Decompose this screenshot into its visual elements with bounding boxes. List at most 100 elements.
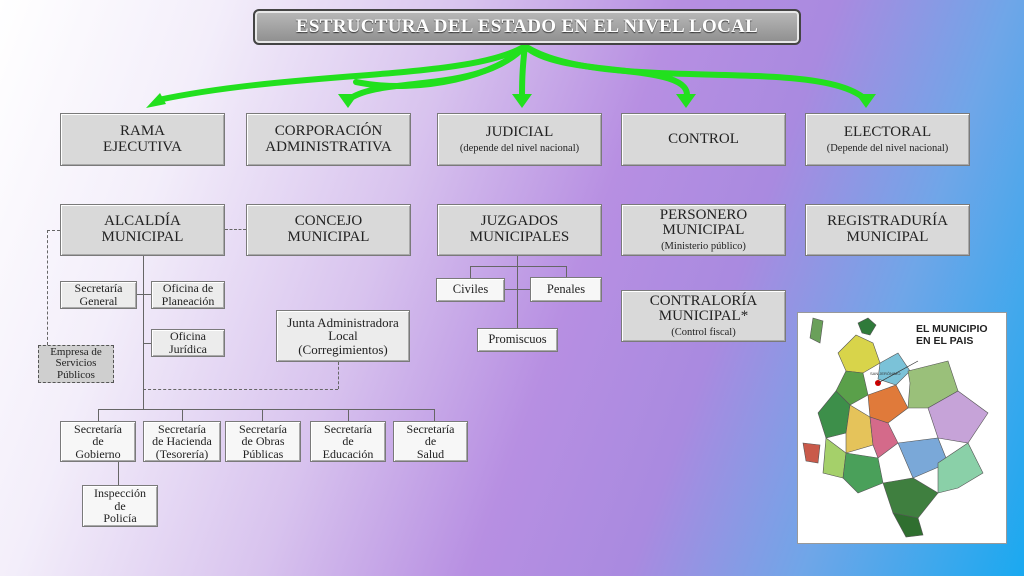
promiscuos-label: Promiscuos <box>488 332 547 347</box>
colombia-map: EL MUNICIPIO EN EL PAIS SAN JERÓNIMO <box>797 312 1007 544</box>
penales-box: Penales <box>530 277 602 302</box>
judicial-sub: (depende del nivel nacional) <box>459 142 580 154</box>
junta-line3: (Corregimientos) <box>298 341 388 357</box>
corporacion-line2: ADMINISTRATIVA <box>265 138 392 155</box>
junta-line1: Junta Administradora <box>287 314 399 330</box>
salud-line1: Secretaría <box>406 421 455 436</box>
empresa-line2: Servicios <box>55 357 97 370</box>
alcaldia-line2: MUNICIPAL <box>101 229 184 245</box>
civiles-box: Civiles <box>436 278 505 302</box>
sec-drop-4 <box>348 409 349 421</box>
connector-juridica <box>143 343 151 344</box>
concejo-municipal-box: CONCEJO MUNICIPAL <box>246 204 411 256</box>
alcaldia-line1: ALCALDÍA <box>104 213 181 230</box>
planeacion-line1: Oficina de <box>162 281 214 296</box>
juridica-line1: Oficina <box>170 329 206 344</box>
alcaldia-municipal-box: ALCALDÍA MUNICIPAL <box>60 204 225 256</box>
juridica-line2: Jurídica <box>169 342 207 356</box>
concejo-dashed <box>225 229 246 230</box>
educacion-line3: Educación <box>322 446 374 461</box>
empresa-line1: Empresa de <box>50 345 102 358</box>
hacienda-line1: Secretaría <box>158 421 206 436</box>
map-label: EL MUNICIPIO EN EL PAIS <box>916 323 988 347</box>
junta-dashed-across <box>143 389 338 390</box>
juzgados-drop-penales <box>566 266 567 278</box>
judicial-box: JUDICIAL (depende del nivel nacional) <box>437 113 602 166</box>
secretaria-gobierno-box: Secretaría de Gobierno <box>60 421 136 462</box>
personero-municipal-box: PERSONERO MUNICIPAL (Ministerio público) <box>621 204 786 256</box>
electoral-sub: (Depende del nivel nacional) <box>826 142 949 154</box>
promiscuos-box: Promiscuos <box>477 328 558 352</box>
inspeccion-line1: Inspección <box>94 486 146 501</box>
secgeneral-line1: Secretaría <box>74 281 123 296</box>
secretaria-hacienda-box: Secretaría de Hacienda (Tesorería) <box>143 421 221 462</box>
contraloria-line2: MUNICIPAL* <box>658 308 749 325</box>
secretaria-general-box: Secretaría General <box>60 281 137 309</box>
contraloria-sub: (Control fiscal) <box>671 327 736 339</box>
secretaria-educacion-box: Secretaría de Educación <box>310 421 386 462</box>
secgeneral-line2: General <box>79 294 118 308</box>
registraduria-municipal-box: REGISTRADURÍA MUNICIPAL <box>805 204 970 256</box>
personero-sub: (Ministerio público) <box>661 241 746 253</box>
obras-line2: de Obras <box>241 434 285 449</box>
rama-ejecutiva-line1: RAMA <box>119 122 165 139</box>
empresa-dashed-top <box>47 230 60 231</box>
page-title: ESTRUCTURA DEL ESTADO EN EL NIVEL LOCAL <box>253 9 801 45</box>
concejo-line2: MUNICIPAL <box>287 229 370 245</box>
obras-line3: Públicas <box>242 446 284 461</box>
sec-drop-2 <box>182 409 183 421</box>
inspeccion-line2: de <box>114 498 126 513</box>
inspeccion-connector <box>118 462 119 485</box>
secretaria-salud-box: Secretaría de Salud <box>393 421 468 462</box>
contraloria-line1: CONTRALORÍA <box>649 292 758 309</box>
colombia-map-graphic <box>802 317 989 538</box>
registraduria-line1: REGISTRADURÍA <box>827 213 948 230</box>
gobierno-line1: Secretaría <box>74 421 122 436</box>
personero-line1: PERSONERO <box>659 206 748 223</box>
rama-ejecutiva-box: RAMA EJECUTIVA <box>60 113 225 166</box>
registraduria-line2: MUNICIPAL <box>846 229 929 245</box>
juzgados-line1: JUZGADOS <box>480 213 559 230</box>
salud-line2: de <box>424 434 437 449</box>
sec-drop-5 <box>434 409 435 421</box>
empresa-line3: Públicos <box>57 368 95 381</box>
junta-dashed-down <box>338 362 339 389</box>
oficina-planeacion-box: Oficina de Planeación <box>151 281 225 309</box>
electoral-label: ELECTORAL <box>843 124 932 141</box>
juzgados-stem <box>517 256 518 266</box>
sec-drop-3 <box>262 409 263 421</box>
planeacion-line2: Planeación <box>161 294 215 308</box>
gobierno-line3: Gobierno <box>75 446 121 461</box>
connector-planeacion <box>143 294 151 295</box>
educacion-line2: de <box>342 434 354 449</box>
concejo-line1: CONCEJO <box>294 213 363 230</box>
rama-ejecutiva-line2: EJECUTIVA <box>103 138 182 155</box>
hacienda-line2: de Hacienda <box>152 434 212 449</box>
alcaldia-trunk <box>143 256 144 409</box>
judicial-label: JUDICIAL <box>485 124 554 141</box>
gobierno-line2: de <box>92 434 104 449</box>
juzgados-bus <box>470 266 566 267</box>
sec-drop-1 <box>98 409 99 421</box>
obras-line1: Secretaría <box>239 421 287 436</box>
inspeccion-policia-box: Inspección de Policía <box>82 485 158 527</box>
juzgados-line2: MUNICIPALES <box>469 229 570 245</box>
personero-line2: MUNICIPAL <box>662 222 745 239</box>
secretarias-bus <box>98 409 435 410</box>
juzgados-municipales-box: JUZGADOS MUNICIPALES <box>437 204 602 256</box>
civiles-label: Civiles <box>452 282 489 297</box>
juzgados-mid-stem <box>517 266 518 329</box>
hacienda-line3: (Tesorería) <box>155 446 209 461</box>
empresa-servicios-publicos-box: Empresa de Servicios Públicos <box>38 345 114 383</box>
contraloria-municipal-box: CONTRALORÍA MUNICIPAL* (Control fiscal) <box>621 290 786 342</box>
secretaria-obras-box: Secretaría de Obras Públicas <box>225 421 301 462</box>
educacion-line1: Secretaría <box>324 421 372 436</box>
penales-label: Penales <box>546 281 586 296</box>
corporacion-administrativa-box: CORPORACIÓN ADMINISTRATIVA <box>246 113 411 166</box>
junta-line2: Local <box>328 328 358 344</box>
salud-line3: Salud <box>416 446 445 461</box>
electoral-box: ELECTORAL (Depende del nivel nacional) <box>805 113 970 166</box>
empresa-dashed-left <box>47 230 48 345</box>
map-label-line2: EN EL PAIS <box>916 335 974 348</box>
